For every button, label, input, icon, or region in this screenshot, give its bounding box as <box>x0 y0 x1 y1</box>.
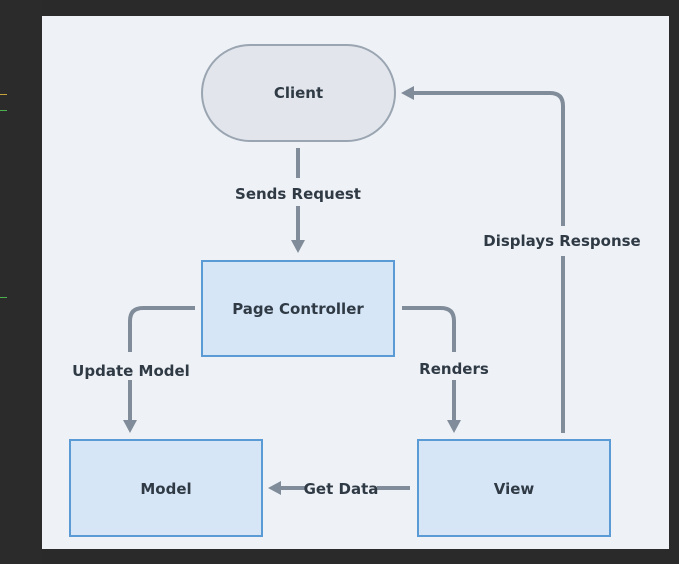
edge-renders-line-top <box>402 306 456 352</box>
edge-sends-request[interactable]: Sends Request <box>235 148 361 253</box>
edge-update-model-arrowhead <box>123 420 137 433</box>
edge-update-model-line-top <box>128 306 195 352</box>
edge-get-data[interactable]: Get Data <box>268 480 410 498</box>
diagram-svg: Client Page Controller Model View Sends … <box>69 44 641 537</box>
edge-displays-response-line-upper <box>412 91 565 226</box>
page-controller-label: Page Controller <box>232 300 364 318</box>
edge-renders-arrowhead <box>447 420 461 433</box>
page-controller-shape <box>201 260 395 357</box>
client-label: Client <box>274 84 323 102</box>
node-client[interactable]: Client <box>201 44 396 142</box>
edge-get-data-arrowhead <box>268 481 281 495</box>
node-model[interactable]: Model <box>69 439 263 537</box>
node-view[interactable]: View <box>417 439 611 537</box>
view-shape <box>417 439 611 537</box>
model-shape <box>69 439 263 537</box>
model-label: Model <box>140 480 191 498</box>
edge-displays-response[interactable]: Displays Response <box>401 86 641 433</box>
edge-displays-response-arrowhead <box>401 86 414 100</box>
diagram-canvas: Client Page Controller Model View Sends … <box>42 16 669 549</box>
edge-label-sends-request: Sends Request <box>235 185 361 203</box>
gutter-marker-yellow <box>0 94 7 95</box>
edge-sends-request-arrowhead <box>291 240 305 253</box>
edge-label-displays-response: Displays Response <box>483 232 640 250</box>
edge-label-renders: Renders <box>419 360 489 378</box>
gutter-marker-green <box>0 110 7 111</box>
view-label: View <box>494 480 535 498</box>
gutter-marker-green <box>0 297 7 298</box>
edge-update-model[interactable]: Update Model <box>72 306 195 433</box>
node-page-controller[interactable]: Page Controller <box>201 260 395 357</box>
edge-renders[interactable]: Renders <box>402 306 489 433</box>
edge-label-update-model: Update Model <box>72 362 190 380</box>
editor-gutter <box>0 0 42 564</box>
edge-label-get-data: Get Data <box>304 480 379 498</box>
client-shape <box>201 44 396 142</box>
